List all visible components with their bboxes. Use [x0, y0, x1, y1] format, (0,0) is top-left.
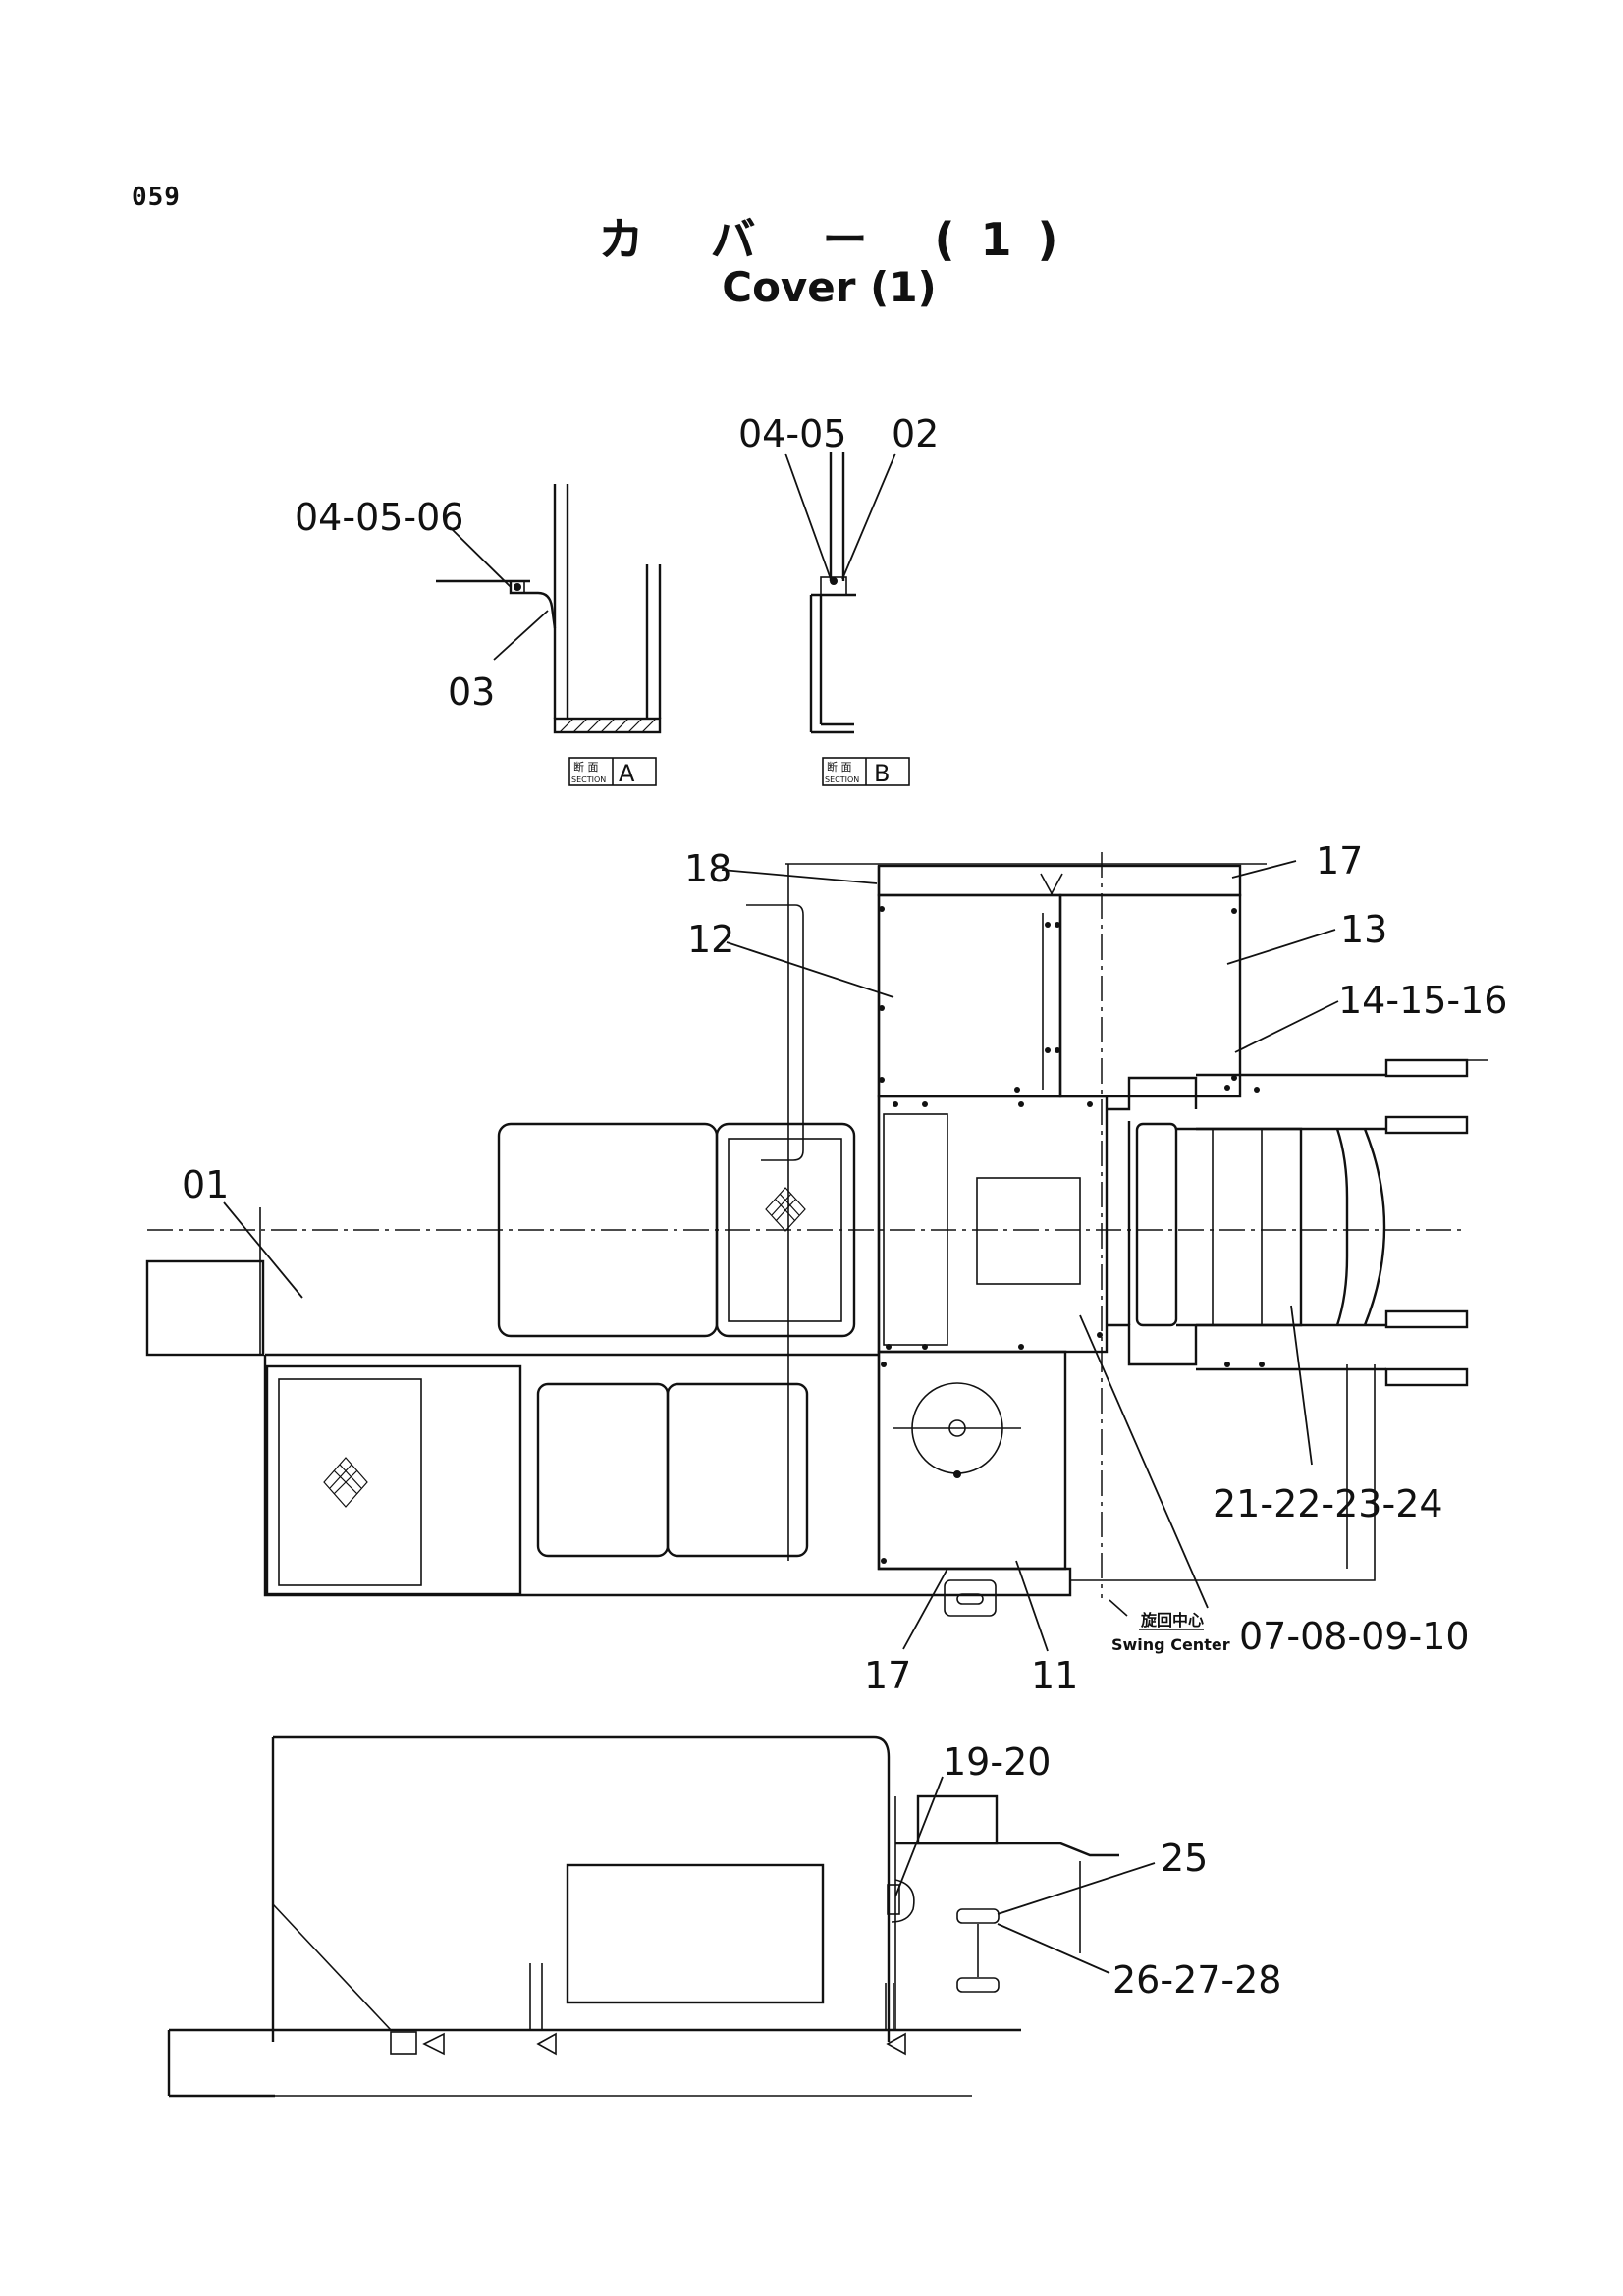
label-17-bottom: 17 — [864, 1654, 911, 1697]
section-a-label-ja: 断 面 — [573, 760, 599, 774]
section-b-label-ja: 断 面 — [827, 760, 852, 774]
swing-center-note: 旋回中心 Swing Center — [1109, 1599, 1230, 1654]
section-a-label-en: SECTION — [571, 775, 606, 784]
label-07-10: 07-08-09-10 — [1239, 1615, 1470, 1658]
section-b-label-en: SECTION — [825, 775, 859, 784]
label-03: 03 — [448, 670, 495, 714]
label-13: 13 — [1340, 908, 1387, 951]
label-25: 25 — [1161, 1837, 1208, 1880]
label-17-top: 17 — [1316, 839, 1363, 882]
swing-center-en: Swing Center — [1111, 1635, 1230, 1654]
label-18: 18 — [684, 847, 731, 890]
leader-18 — [721, 869, 878, 884]
leader-26-28 — [997, 1923, 1110, 1974]
leader-17-bottom — [902, 1568, 948, 1650]
title-english: Cover (1) — [722, 263, 937, 311]
leader-21-24 — [1290, 1305, 1313, 1466]
label-04-05-06: 04-05-06 — [295, 496, 463, 539]
title-japanese: カ バ ー (1) — [598, 213, 1084, 266]
leader-04-05-06 — [449, 526, 512, 588]
label-11: 11 — [1031, 1654, 1078, 1697]
bracket-12 — [746, 904, 804, 1161]
leader-17-top — [1231, 860, 1297, 879]
leader-07-10 — [1079, 1314, 1209, 1609]
label-12: 12 — [687, 918, 734, 961]
leader-03 — [493, 610, 549, 661]
section-b-tag: 断 面 SECTION B — [822, 757, 910, 787]
leader-14-15-16 — [1234, 1000, 1339, 1053]
label-19-20: 19-20 — [943, 1740, 1051, 1784]
section-b-view — [809, 452, 856, 734]
label-04-05: 04-05 — [738, 412, 846, 455]
leader-01 — [223, 1201, 303, 1299]
leader-13 — [1226, 929, 1336, 965]
label-21-24: 21-22-23-24 — [1213, 1482, 1443, 1525]
plan-view — [145, 852, 1488, 1617]
label-14-15-16: 14-15-16 — [1338, 979, 1507, 1022]
side-view — [167, 1735, 1119, 2098]
leader-19-20 — [894, 1776, 944, 1897]
label-01: 01 — [182, 1163, 229, 1206]
leader-12 — [726, 941, 894, 998]
label-02: 02 — [892, 412, 939, 455]
section-a-letter: A — [619, 760, 635, 787]
label-26-28: 26-27-28 — [1112, 1958, 1281, 2002]
leader-25 — [997, 1862, 1156, 1915]
leader-02 — [841, 453, 896, 580]
page-number: 059 — [132, 183, 181, 212]
swing-center-ja: 旋回中心 — [1140, 1611, 1204, 1629]
section-a-tag: 断 面 SECTION A — [568, 757, 657, 787]
leader-04-05 — [784, 453, 832, 580]
section-a-view — [436, 484, 662, 734]
leader-11 — [1015, 1560, 1049, 1652]
section-b-letter: B — [874, 760, 890, 787]
